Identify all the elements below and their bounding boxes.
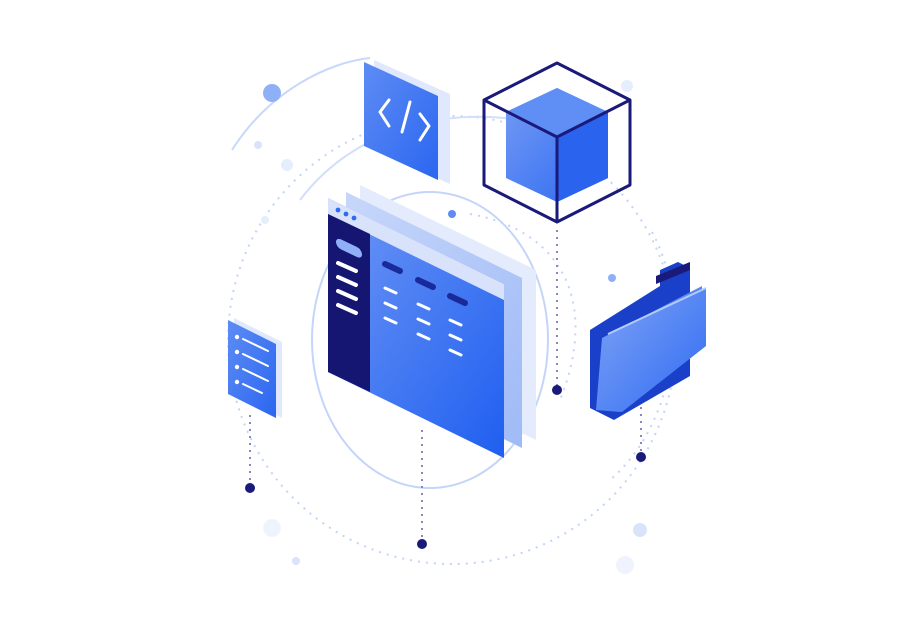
connector-lines [249, 230, 642, 540]
cube-icon [482, 61, 632, 224]
list-document-icon [228, 318, 282, 418]
code-brackets-icon [378, 98, 431, 142]
application-window-icon [328, 185, 536, 458]
code-card [364, 60, 450, 184]
folder-icon [590, 262, 707, 420]
connector-nodes [245, 385, 646, 549]
decorative-dots [254, 80, 647, 574]
window-sidebar [328, 214, 370, 392]
